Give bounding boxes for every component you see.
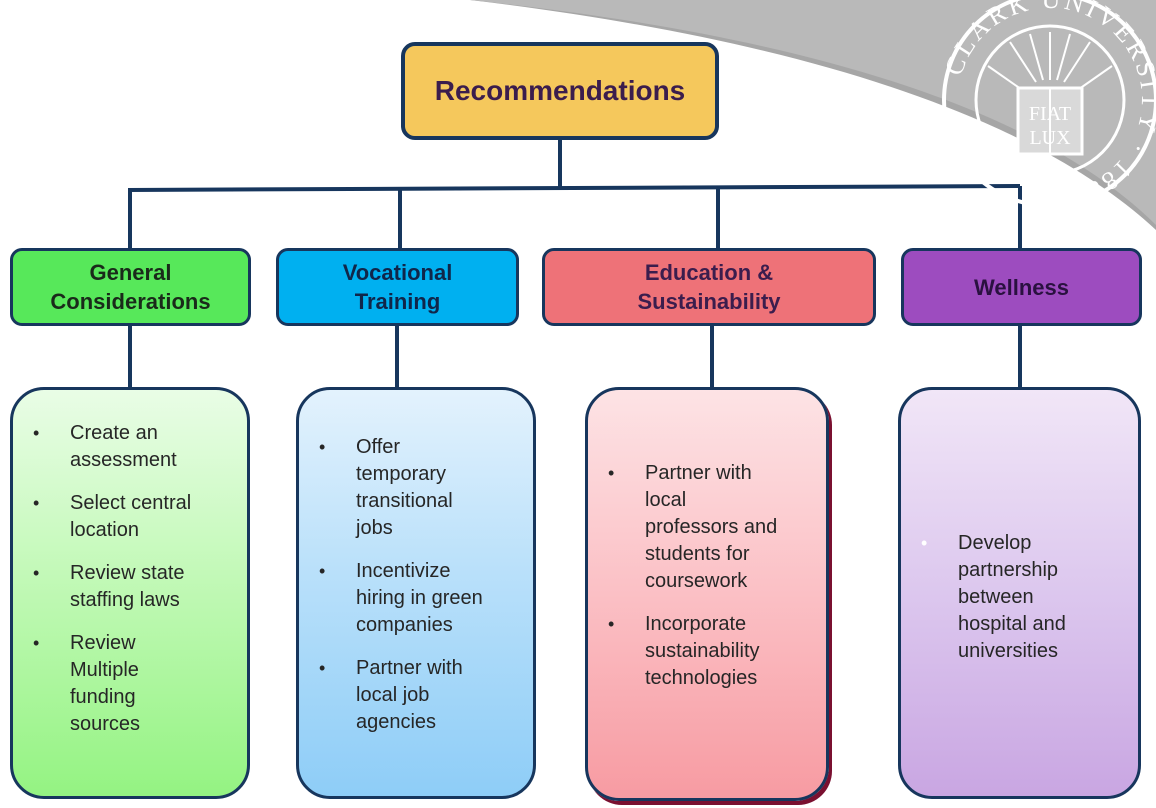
- bullet-icon: •: [33, 633, 40, 653]
- category-education-sustainability: Education & Sustainability: [542, 248, 876, 326]
- bullet-icon: •: [319, 561, 326, 581]
- category-title: Wellness: [974, 274, 1069, 300]
- bullet-icon: •: [319, 437, 326, 457]
- bullet-icon: •: [608, 614, 615, 634]
- bullet-icon: •: [921, 533, 928, 553]
- horizontal-bus: [127, 184, 1021, 192]
- recommendations-box: Recommendations: [401, 42, 719, 140]
- seal-motto-line-1: FIAT: [1029, 103, 1071, 125]
- category-wellness: Wellness: [901, 248, 1142, 326]
- category-title: Vocational Training: [342, 260, 453, 314]
- bullet-icon: •: [319, 658, 326, 678]
- root-label: Recommendations: [434, 75, 686, 106]
- category-general-considerations: General Considerations: [10, 248, 251, 326]
- category-title: Education & Sustainability: [637, 260, 781, 314]
- seal-motto-line-2: LUX: [1029, 127, 1071, 149]
- bullet-icon: •: [33, 563, 40, 583]
- clark-university-seal: FIAT LUX CLARK UNIVERSITY · 1887 ·: [470, 0, 1156, 230]
- bullet-icon: •: [608, 463, 615, 483]
- bullet-icon: •: [33, 423, 40, 443]
- category-vocational-training: Vocational Training: [276, 248, 519, 326]
- category-title: General Considerations: [50, 260, 211, 314]
- bullet-icon: •: [33, 493, 40, 513]
